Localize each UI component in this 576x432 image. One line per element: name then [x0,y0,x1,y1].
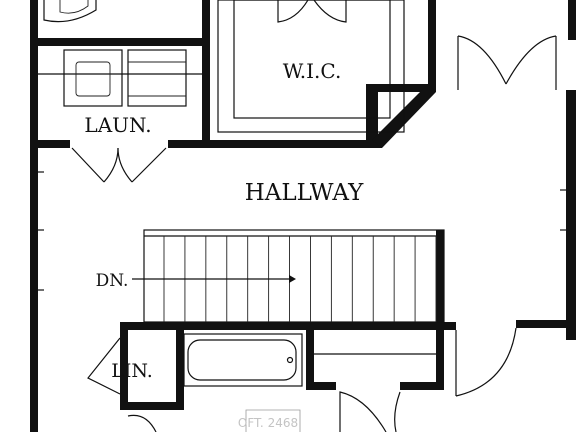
stair-direction-arrow [289,275,296,283]
wall-segment [30,148,38,432]
wic-door [277,0,347,23]
wall-segment [30,0,38,46]
wall-segment [436,322,444,390]
bedroom-door [455,327,517,397]
wall-segment [568,0,576,40]
wall-segment [120,402,184,410]
sink-outline [43,0,97,23]
wic-shelf-inner [233,0,391,119]
toilet-outline [245,409,301,432]
stair-down-label: DN. [96,271,129,291]
bathtub-drain [286,356,294,364]
dryer [127,49,187,107]
stair-outline [143,229,445,323]
wall-segment [30,140,70,148]
wall-segment [400,382,444,390]
laundry-door-left [71,147,119,183]
wall-segment [306,330,314,390]
wall-segment [516,320,576,328]
right-double-door [457,35,557,85]
watermark: OFT. 2468 [238,416,298,430]
wall-segment [306,382,336,390]
wall-segment [120,322,128,410]
bathtub [183,333,303,387]
laundry-label: LAUN. [84,113,151,137]
staircase [143,229,445,323]
wall-segment [30,38,38,148]
labels: W.I.C. LAUN. HALLWAY DN. LIN. OFT. 2468 [84,59,364,430]
fixtures [38,0,566,432]
wic-shelf-outer [217,0,405,133]
bath-door [394,391,401,432]
wall-segment [202,0,210,148]
wall-segment [428,0,436,90]
wall-segment [176,330,184,410]
wall-segment [202,140,382,148]
wall-segment [566,90,576,340]
bathtub-basin [187,339,297,381]
linen-label: LIN. [111,360,153,382]
lower-left-door [127,414,157,432]
washer-inner [75,61,111,97]
wall-segment [168,140,210,148]
wall-segment [30,38,208,46]
washer [63,49,123,107]
laundry-door-right [117,147,167,183]
hallway-label: HALLWAY [245,180,364,206]
sink-inner [59,0,89,14]
bath-door [339,391,387,432]
stair-post [436,230,444,322]
linen-door [87,337,121,395]
wic-label: W.I.C. [283,59,342,83]
wall-segment [120,322,456,330]
